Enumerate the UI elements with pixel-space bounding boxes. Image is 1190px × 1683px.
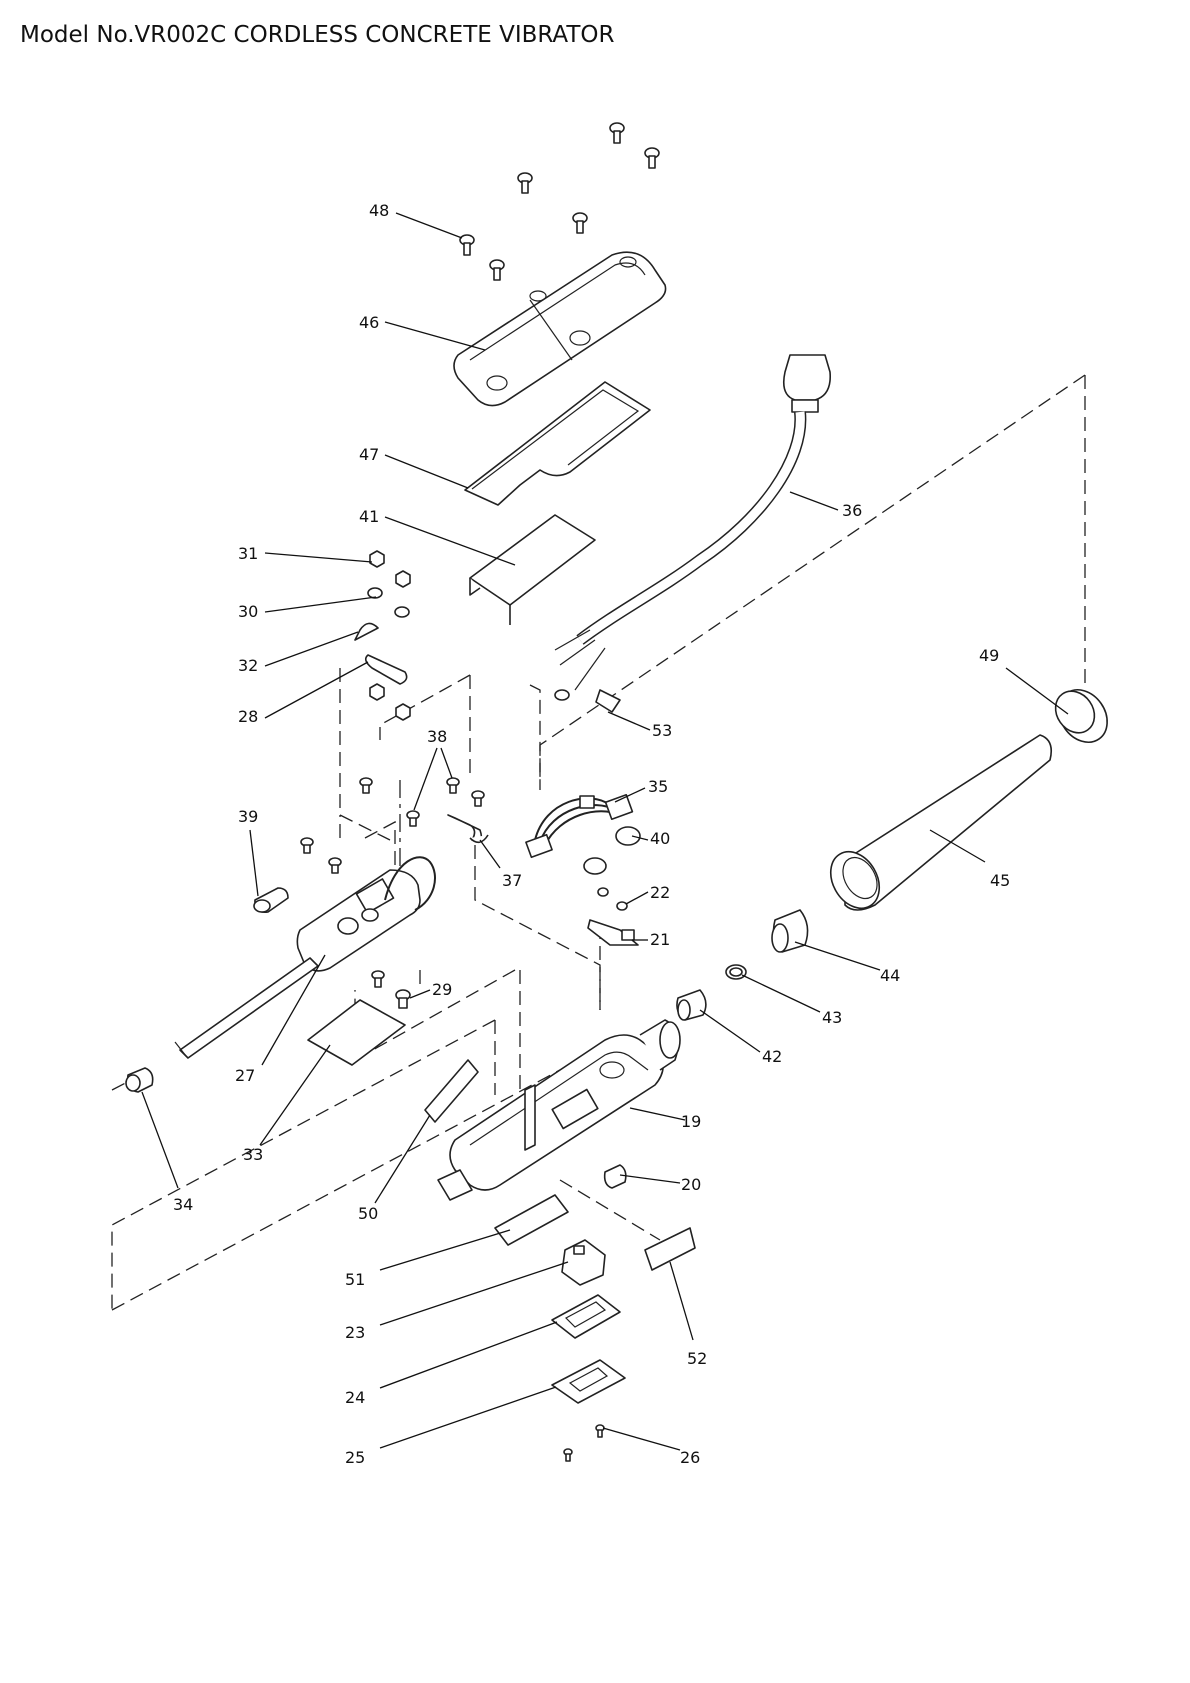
callout-27: 27 (235, 1066, 255, 1085)
callout-34: 34 (173, 1195, 193, 1214)
callout-20: 20 (681, 1175, 701, 1194)
callout-53: 53 (652, 721, 672, 740)
callout-24: 24 (345, 1388, 365, 1407)
terminal-hardware (354, 550, 411, 721)
cable-clamp-37 (447, 814, 489, 844)
callout-41: 41 (359, 507, 379, 526)
bushings-42-43-44 (676, 909, 809, 1021)
hose-band-49 (1054, 689, 1108, 743)
callout-42: 42 (762, 1047, 782, 1066)
callout-30: 30 (238, 602, 258, 621)
bushing-34 (125, 1067, 154, 1093)
screws-26 (563, 1424, 605, 1462)
callout-35: 35 (648, 777, 668, 796)
label-50 (424, 1059, 479, 1123)
label-33 (307, 999, 406, 1066)
screw-set-48 (459, 122, 660, 281)
callout-46: 46 (359, 313, 379, 332)
screws-38 (300, 777, 485, 874)
page-title: Model No.VR002C CORDLESS CONCRETE VIBRAT… (20, 22, 615, 48)
labels-51-52 (494, 1194, 696, 1271)
callout-31: 31 (238, 544, 258, 563)
callout-50: 50 (358, 1204, 378, 1223)
housing-19 (437, 1019, 681, 1201)
callout-21: 21 (650, 930, 670, 949)
controller-board-27 (174, 856, 436, 1059)
screws-29 (371, 970, 411, 1009)
callout-48: 48 (369, 201, 389, 220)
callout-40: 40 (650, 829, 670, 848)
callout-39: 39 (238, 807, 258, 826)
callout-28: 28 (238, 707, 258, 726)
wiring-harness-35 (525, 793, 634, 859)
callout-37: 37 (502, 871, 522, 890)
sleeve-39 (253, 887, 289, 914)
callout-26: 26 (680, 1448, 700, 1467)
callout-51: 51 (345, 1270, 365, 1289)
callout-43: 43 (822, 1008, 842, 1027)
callout-19: 19 (681, 1112, 701, 1131)
callout-numbers: 48 46 47 41 31 30 32 28 36 53 38 39 35 4… (173, 201, 1010, 1467)
gasket-25 (551, 1359, 626, 1404)
callout-36: 36 (842, 501, 862, 520)
small-parts-40-22-21 (583, 826, 641, 946)
top-cover-46 (453, 251, 667, 407)
callout-29: 29 (432, 980, 452, 999)
protective-boot-45 (829, 734, 1053, 911)
callout-38: 38 (427, 727, 447, 746)
switch-23 (561, 1239, 606, 1286)
callout-47: 47 (359, 445, 379, 464)
insulator-41 (469, 514, 596, 625)
callout-52: 52 (687, 1349, 707, 1368)
leader-lines (141, 212, 1069, 1451)
callout-32: 32 (238, 656, 258, 675)
callout-22: 22 (650, 883, 670, 902)
gasket-47 (464, 381, 651, 506)
switch-plate-24 (551, 1294, 621, 1339)
callout-45: 45 (990, 871, 1010, 890)
power-cable-36 (554, 354, 832, 713)
assembly-guide-lines (111, 374, 1086, 1311)
callout-33: 33 (243, 1145, 263, 1164)
plug-20 (603, 1164, 627, 1189)
callout-49: 49 (979, 646, 999, 665)
callout-25: 25 (345, 1448, 365, 1467)
callout-23: 23 (345, 1323, 365, 1342)
callout-44: 44 (880, 966, 900, 985)
